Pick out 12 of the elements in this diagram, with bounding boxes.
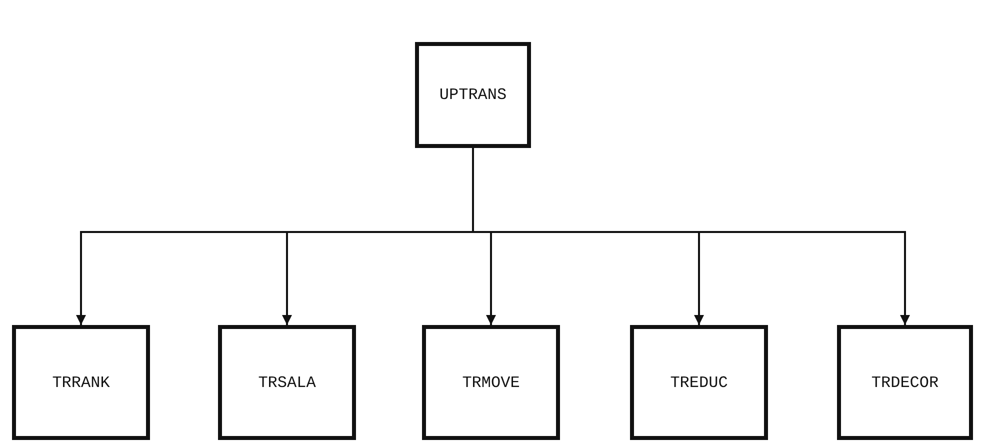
module-box — [422, 325, 560, 440]
module-name: TRMOVE — [462, 374, 520, 392]
module-box — [415, 42, 531, 148]
module-name: UPTRANS — [439, 86, 507, 104]
module-box — [837, 325, 973, 440]
module-box — [630, 325, 768, 440]
module-name: TRSALA — [258, 374, 316, 392]
module-box — [12, 325, 150, 440]
module-name: TRRANK — [52, 374, 110, 392]
module-box — [218, 325, 356, 440]
module-name: TREDUC — [670, 374, 728, 392]
module-name: TRDECOR — [871, 374, 939, 392]
